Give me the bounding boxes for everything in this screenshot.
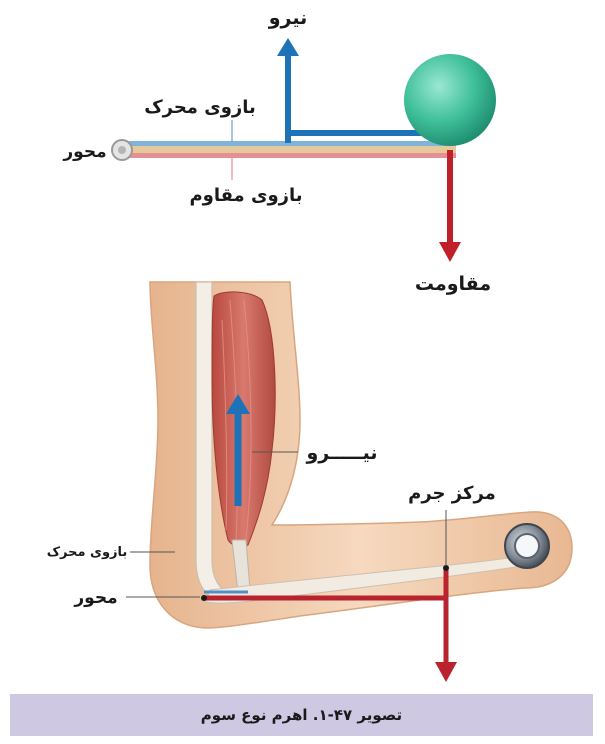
arm-force-label: نیـــــرو: [306, 442, 378, 464]
top-lever-diagram: نیرو بازوی محرک محور بازوی مقاوم مقاومت: [62, 7, 496, 295]
center-of-mass-label: مرکز جرم: [408, 483, 496, 504]
resistance-label: مقاومت: [415, 273, 491, 295]
caption-bar: تصویر ۴۷-۱. اهرم نوع سوم: [10, 694, 593, 736]
arm-axis-label: محور: [73, 588, 117, 608]
elbow-pivot-dot: [201, 595, 207, 601]
force-label: نیرو: [268, 7, 308, 29]
ball-load: [404, 54, 496, 146]
arm-resistance-arrow-icon: [435, 662, 457, 682]
arm-effort-arm-label: بازوی محرک: [47, 545, 128, 560]
lever-beam-resistance-strip: [128, 153, 456, 158]
hand-weight-inner-icon: [515, 534, 539, 558]
resistance-arrow-icon: [439, 242, 461, 262]
lever-beam-effort-strip: [128, 141, 456, 146]
effort-arm-label: بازوی محرک: [144, 97, 256, 118]
arm-diagram: نیـــــرو مرکز جرم بازوی محرک محور: [47, 282, 572, 682]
axis-label: محور: [62, 142, 106, 162]
force-arrow-icon: [277, 38, 299, 56]
lever-beam: [128, 146, 456, 153]
pivot-center-icon: [118, 146, 126, 154]
figure-caption: تصویر ۴۷-۱. اهرم نوع سوم: [201, 706, 402, 724]
resistance-arm-label: بازوی مقاوم: [189, 185, 302, 206]
